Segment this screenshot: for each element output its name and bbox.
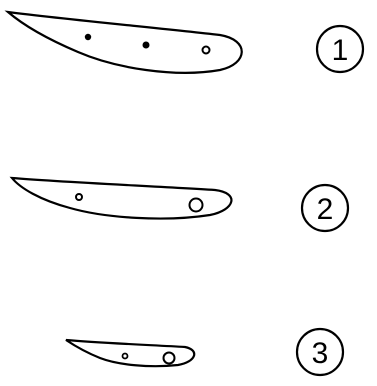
figure-2: 2 (12, 178, 348, 231)
figure-3: 3 (66, 329, 343, 375)
figure-1-label: 1 (332, 34, 349, 67)
figure-2-hole-small (76, 194, 82, 200)
figure-2-hole-large (190, 199, 203, 212)
figure-1-hole-3 (203, 47, 210, 54)
figure-3-hole-large (164, 353, 175, 364)
figure-2-label: 2 (317, 193, 334, 226)
figure-1-hole-1 (85, 34, 91, 40)
figure-3-shape (66, 340, 194, 366)
figure-1-shape (8, 12, 242, 73)
figure-3-hole-small (123, 354, 128, 359)
figure-1-hole-2 (143, 42, 150, 49)
figure-1: 1 (8, 12, 363, 73)
figure-3-label: 3 (312, 337, 329, 370)
